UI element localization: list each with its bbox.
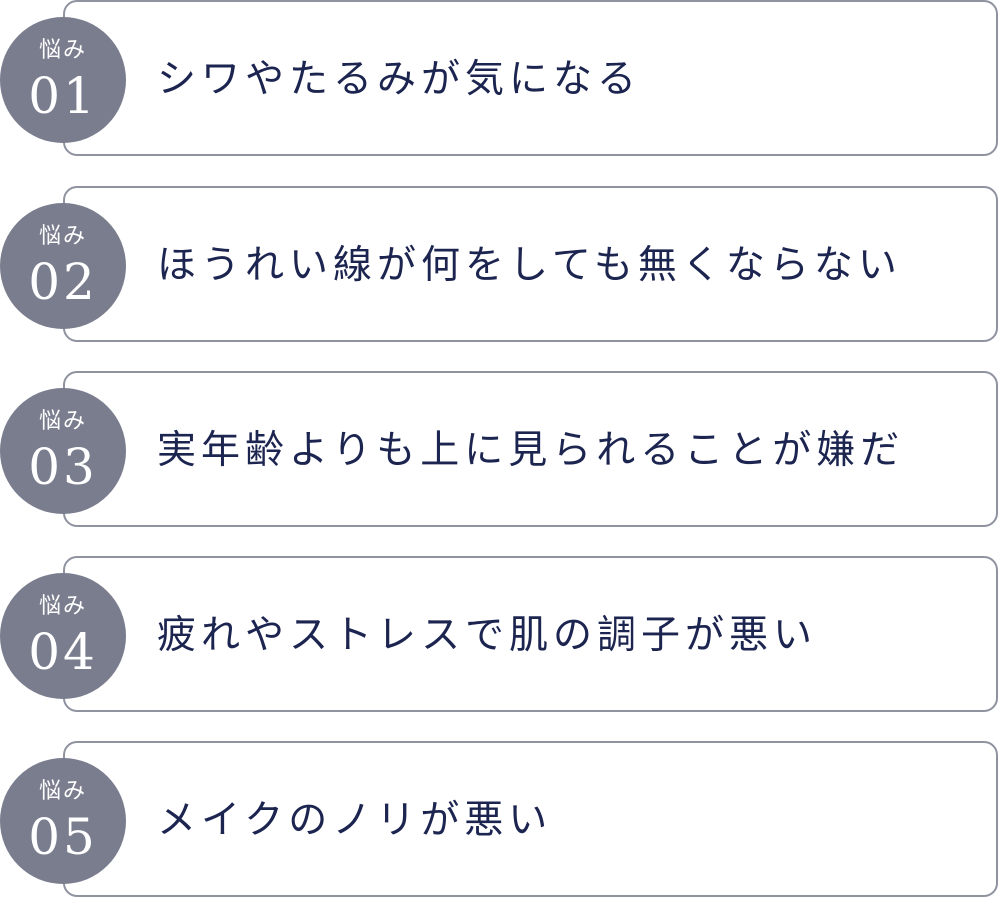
badge-label: 悩み <box>38 779 87 804</box>
concern-badge: 悩み 03 <box>0 388 126 514</box>
concern-card: シワやたるみが気になる <box>63 0 998 156</box>
badge-label: 悩み <box>38 38 87 63</box>
badge-number: 03 <box>28 438 98 496</box>
concern-badge: 悩み 04 <box>0 573 126 699</box>
badge-number: 04 <box>28 623 98 681</box>
concern-card: ほうれい線が何をしても無くならない <box>63 186 998 342</box>
concern-item-02: ほうれい線が何をしても無くならない 悩み 02 <box>0 186 1000 346</box>
badge-number: 01 <box>28 67 98 125</box>
concern-item-05: メイクのノリが悪い 悩み 05 <box>0 741 1000 901</box>
badge-label: 悩み <box>38 409 87 434</box>
concern-card: メイクのノリが悪い <box>63 741 998 897</box>
concern-card: 実年齢よりも上に見られることが嫌だ <box>63 371 998 527</box>
concern-text: ほうれい線が何をしても無くならない <box>157 243 902 288</box>
concern-badge: 悩み 02 <box>0 203 126 329</box>
badge-label: 悩み <box>38 224 87 249</box>
badge-number: 02 <box>28 253 98 311</box>
concern-text: 疲れやストレスで肌の調子が悪い <box>157 613 818 658</box>
concern-text: シワやたるみが気になる <box>157 57 642 102</box>
concern-item-04: 疲れやストレスで肌の調子が悪い 悩み 04 <box>0 556 1000 716</box>
concern-badge: 悩み 01 <box>0 17 126 143</box>
badge-number: 05 <box>28 808 98 866</box>
concern-item-01: シワやたるみが気になる 悩み 01 <box>0 0 1000 160</box>
concern-item-03: 実年齢よりも上に見られることが嫌だ 悩み 03 <box>0 371 1000 531</box>
concern-badge: 悩み 05 <box>0 758 126 884</box>
concern-text: 実年齢よりも上に見られることが嫌だ <box>157 428 905 473</box>
concern-card: 疲れやストレスで肌の調子が悪い <box>63 556 998 712</box>
concern-text: メイクのノリが悪い <box>157 798 553 843</box>
badge-label: 悩み <box>38 594 87 619</box>
